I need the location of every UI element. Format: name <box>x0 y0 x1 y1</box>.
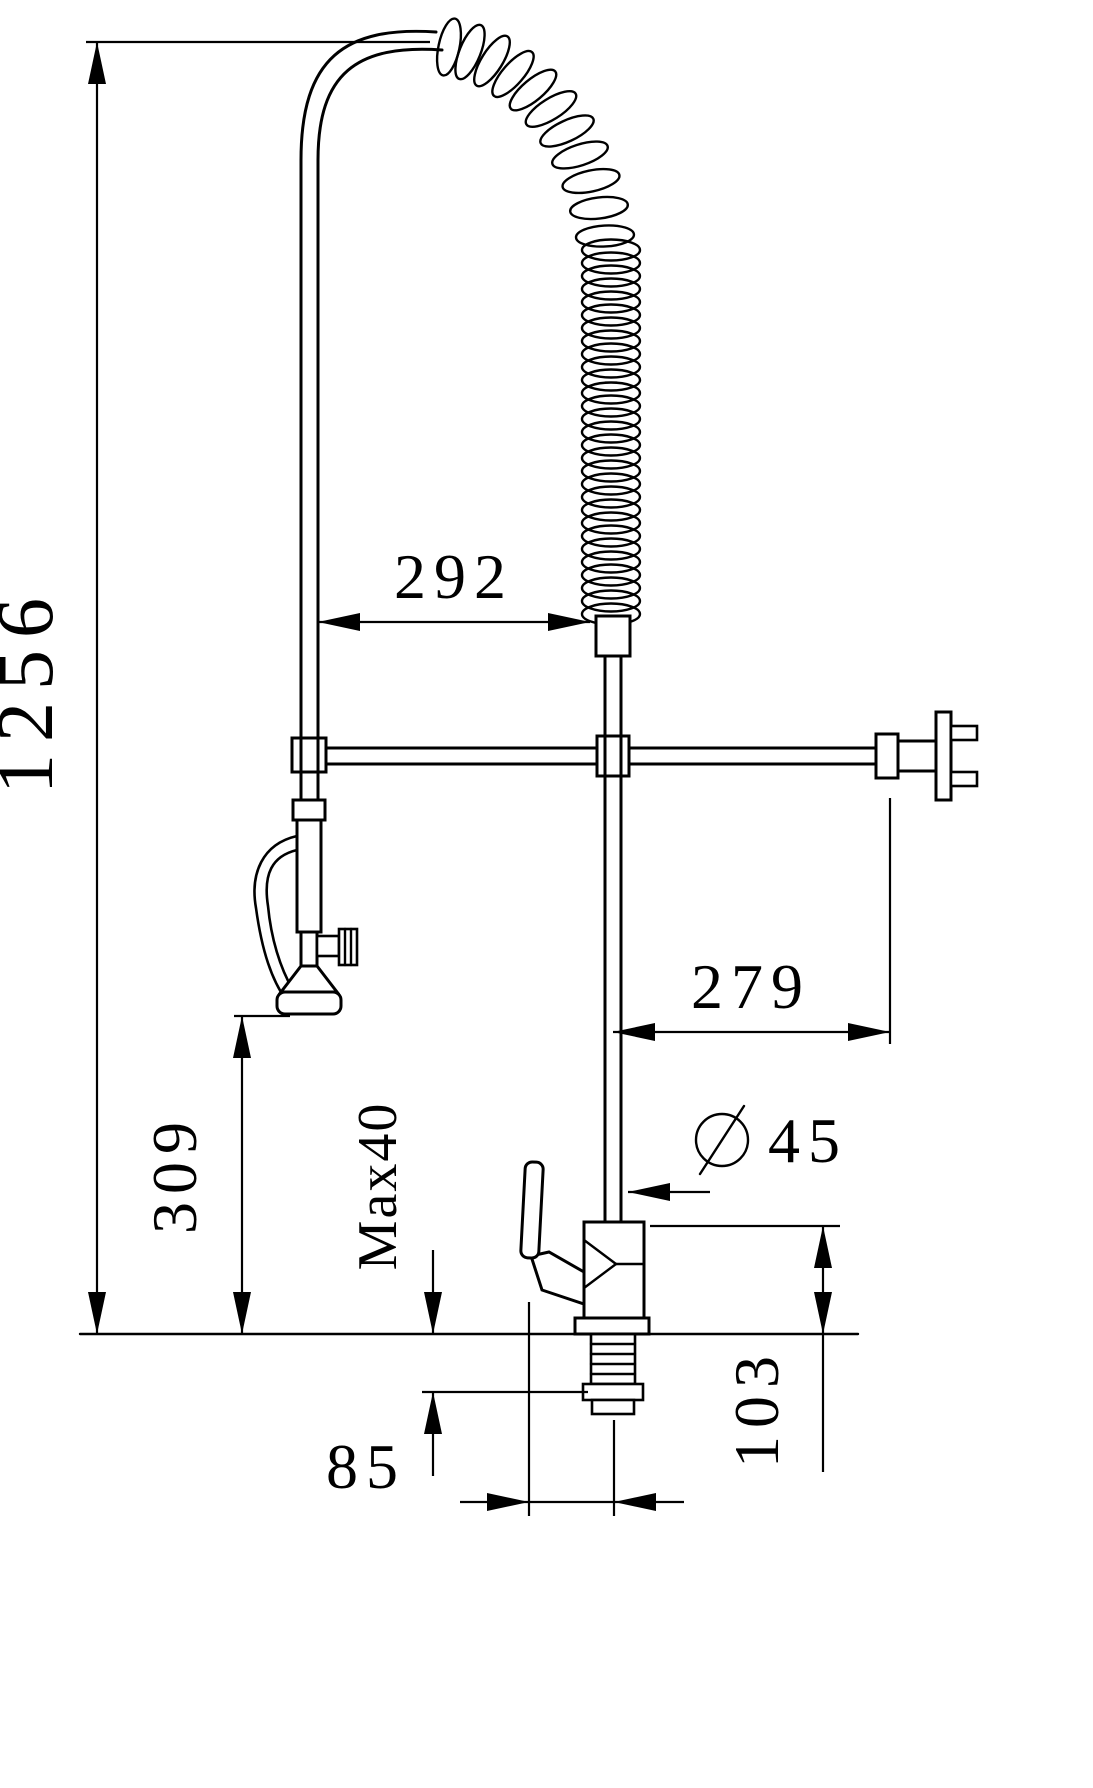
handle-connector <box>529 1250 586 1307</box>
valve-body <box>295 818 323 934</box>
dim-handle-offset: 85 <box>326 1302 684 1516</box>
dim-label-spout-offset: 292 <box>394 541 514 612</box>
control-knob <box>315 927 359 967</box>
spray-gun <box>253 798 359 1016</box>
base-flange <box>573 1316 651 1336</box>
mounting-shank <box>581 1332 645 1416</box>
spring-coil-curve <box>435 17 636 248</box>
dim-label-handle-offset: 85 <box>326 1431 406 1502</box>
base-body <box>582 1220 646 1322</box>
lock-nut <box>581 1382 645 1402</box>
dim-spray-clearance: 309 <box>139 1014 290 1334</box>
dim-label-base-diameter: 45 <box>768 1105 848 1176</box>
dim-label-body-height: 103 <box>721 1348 792 1468</box>
diameter-symbol <box>694 1104 750 1176</box>
shank-stub <box>590 1398 636 1416</box>
dim-label-max-deck-thickness: Max40 <box>347 1102 409 1271</box>
dim-label-wall-bracket-offset: 279 <box>691 951 811 1022</box>
faucet-drawing <box>78 17 979 1416</box>
dim-label-overall-height: 1256 <box>0 586 70 794</box>
dim-label-spray-clearance: 309 <box>139 1114 210 1234</box>
dim-base-diameter: 45 <box>628 1104 848 1201</box>
dim-body-height: 103 <box>650 1224 840 1472</box>
dim-max-deck-thickness: Max40 <box>347 1102 588 1476</box>
spring-coil-vertical <box>580 238 642 626</box>
support-bar <box>324 746 878 766</box>
base-facet-lines <box>582 1238 646 1290</box>
valve-neck <box>299 930 319 970</box>
dim-spout-offset: 292 <box>318 541 590 631</box>
handle-lever <box>519 1160 545 1260</box>
faucet-base <box>519 1160 651 1416</box>
spray-face <box>275 990 343 1016</box>
dim-overall-height: 1256 <box>0 40 430 1334</box>
coil-ferrule <box>594 614 632 658</box>
wall-bracket <box>896 710 979 802</box>
dimensions: 1256 292 279 309 <box>0 40 892 1516</box>
dim-wall-bracket-offset: 279 <box>613 798 892 1044</box>
spray-hose-arc <box>299 29 444 802</box>
support-bar-joints <box>290 732 900 780</box>
hose-collar <box>291 798 327 822</box>
riser-pipe <box>603 654 623 1224</box>
